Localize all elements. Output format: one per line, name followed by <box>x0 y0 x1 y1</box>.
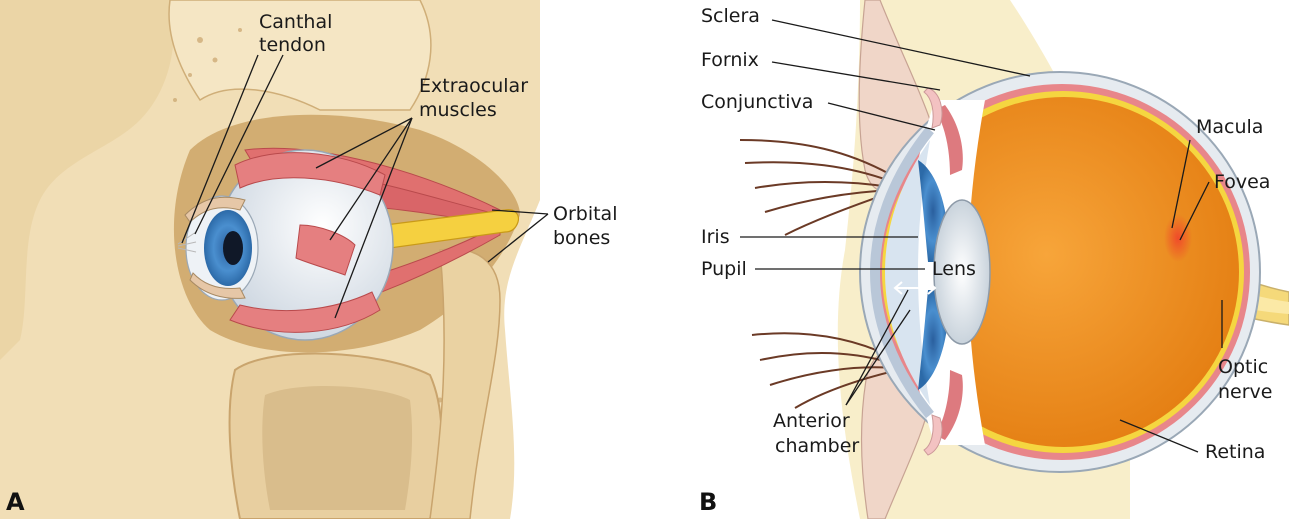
fovea-spot <box>1164 214 1192 262</box>
label-sclera: Sclera <box>701 5 760 27</box>
label-anterior-1: Anterior <box>773 410 850 432</box>
panel-letter-b: B <box>699 488 717 516</box>
pupil-a <box>223 231 243 265</box>
label-lens: Lens <box>932 258 976 280</box>
panel-letter-a: A <box>6 488 25 516</box>
label-iris: Iris <box>701 226 730 248</box>
label-pupil: Pupil <box>701 258 747 280</box>
panel-b: Sclera Fornix Conjunctiva Iris Pupil Len… <box>699 0 1289 519</box>
label-retina: Retina <box>1205 441 1265 463</box>
label-optic-2: nerve <box>1218 381 1272 403</box>
label-optic-1: Optic <box>1218 356 1268 378</box>
label-orbital-1: Orbital <box>553 203 617 225</box>
label-canthal-1: Canthal <box>259 11 332 33</box>
label-canthal-2: tendon <box>259 34 326 56</box>
label-fovea: Fovea <box>1214 171 1270 193</box>
label-conjunctiva: Conjunctiva <box>701 91 813 113</box>
label-fornix: Fornix <box>701 49 759 71</box>
panel-a: Canthal tendon Extraocular muscles Orbit… <box>0 0 617 519</box>
label-anterior-2: chamber <box>775 435 859 457</box>
label-orbital-2: bones <box>553 227 610 249</box>
label-extraocular-2: muscles <box>419 99 497 121</box>
label-extraocular-1: Extraocular <box>419 75 528 97</box>
label-macula: Macula <box>1196 116 1263 138</box>
